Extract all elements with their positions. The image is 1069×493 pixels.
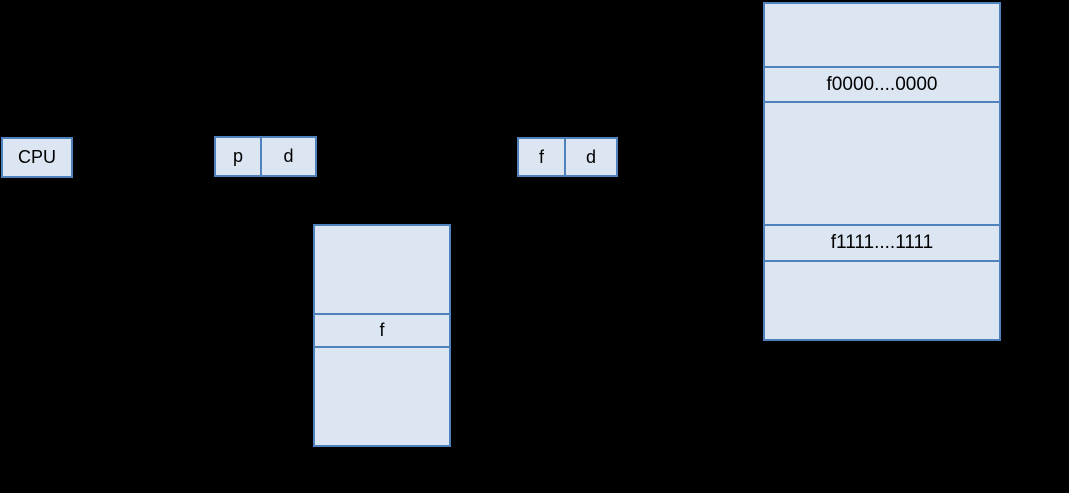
logical-address-page-cell: p bbox=[232, 146, 243, 166]
physical-memory-box: f0000....0000 f1111....1111 bbox=[763, 2, 1001, 341]
physical-memory-row bbox=[765, 103, 999, 224]
page-table-row bbox=[315, 348, 449, 445]
physical-memory-row bbox=[765, 4, 999, 66]
logical-address-box: p d bbox=[214, 136, 317, 177]
page-table-row bbox=[315, 226, 449, 313]
page-table-box: f bbox=[313, 224, 451, 447]
physical-address-box: f d bbox=[517, 137, 618, 177]
physical-memory-row bbox=[765, 262, 999, 339]
physical-address-frame-cell: f bbox=[538, 146, 544, 167]
physical-memory-frame-f1111: f1111....1111 bbox=[765, 224, 999, 262]
cpu-box: CPU bbox=[1, 137, 73, 178]
logical-address-offset-cell: d bbox=[260, 138, 315, 175]
page-table-frame-entry: f bbox=[315, 313, 449, 348]
physical-memory-frame-f0000: f0000....0000 bbox=[765, 66, 999, 103]
physical-address-offset-cell: d bbox=[564, 139, 616, 175]
